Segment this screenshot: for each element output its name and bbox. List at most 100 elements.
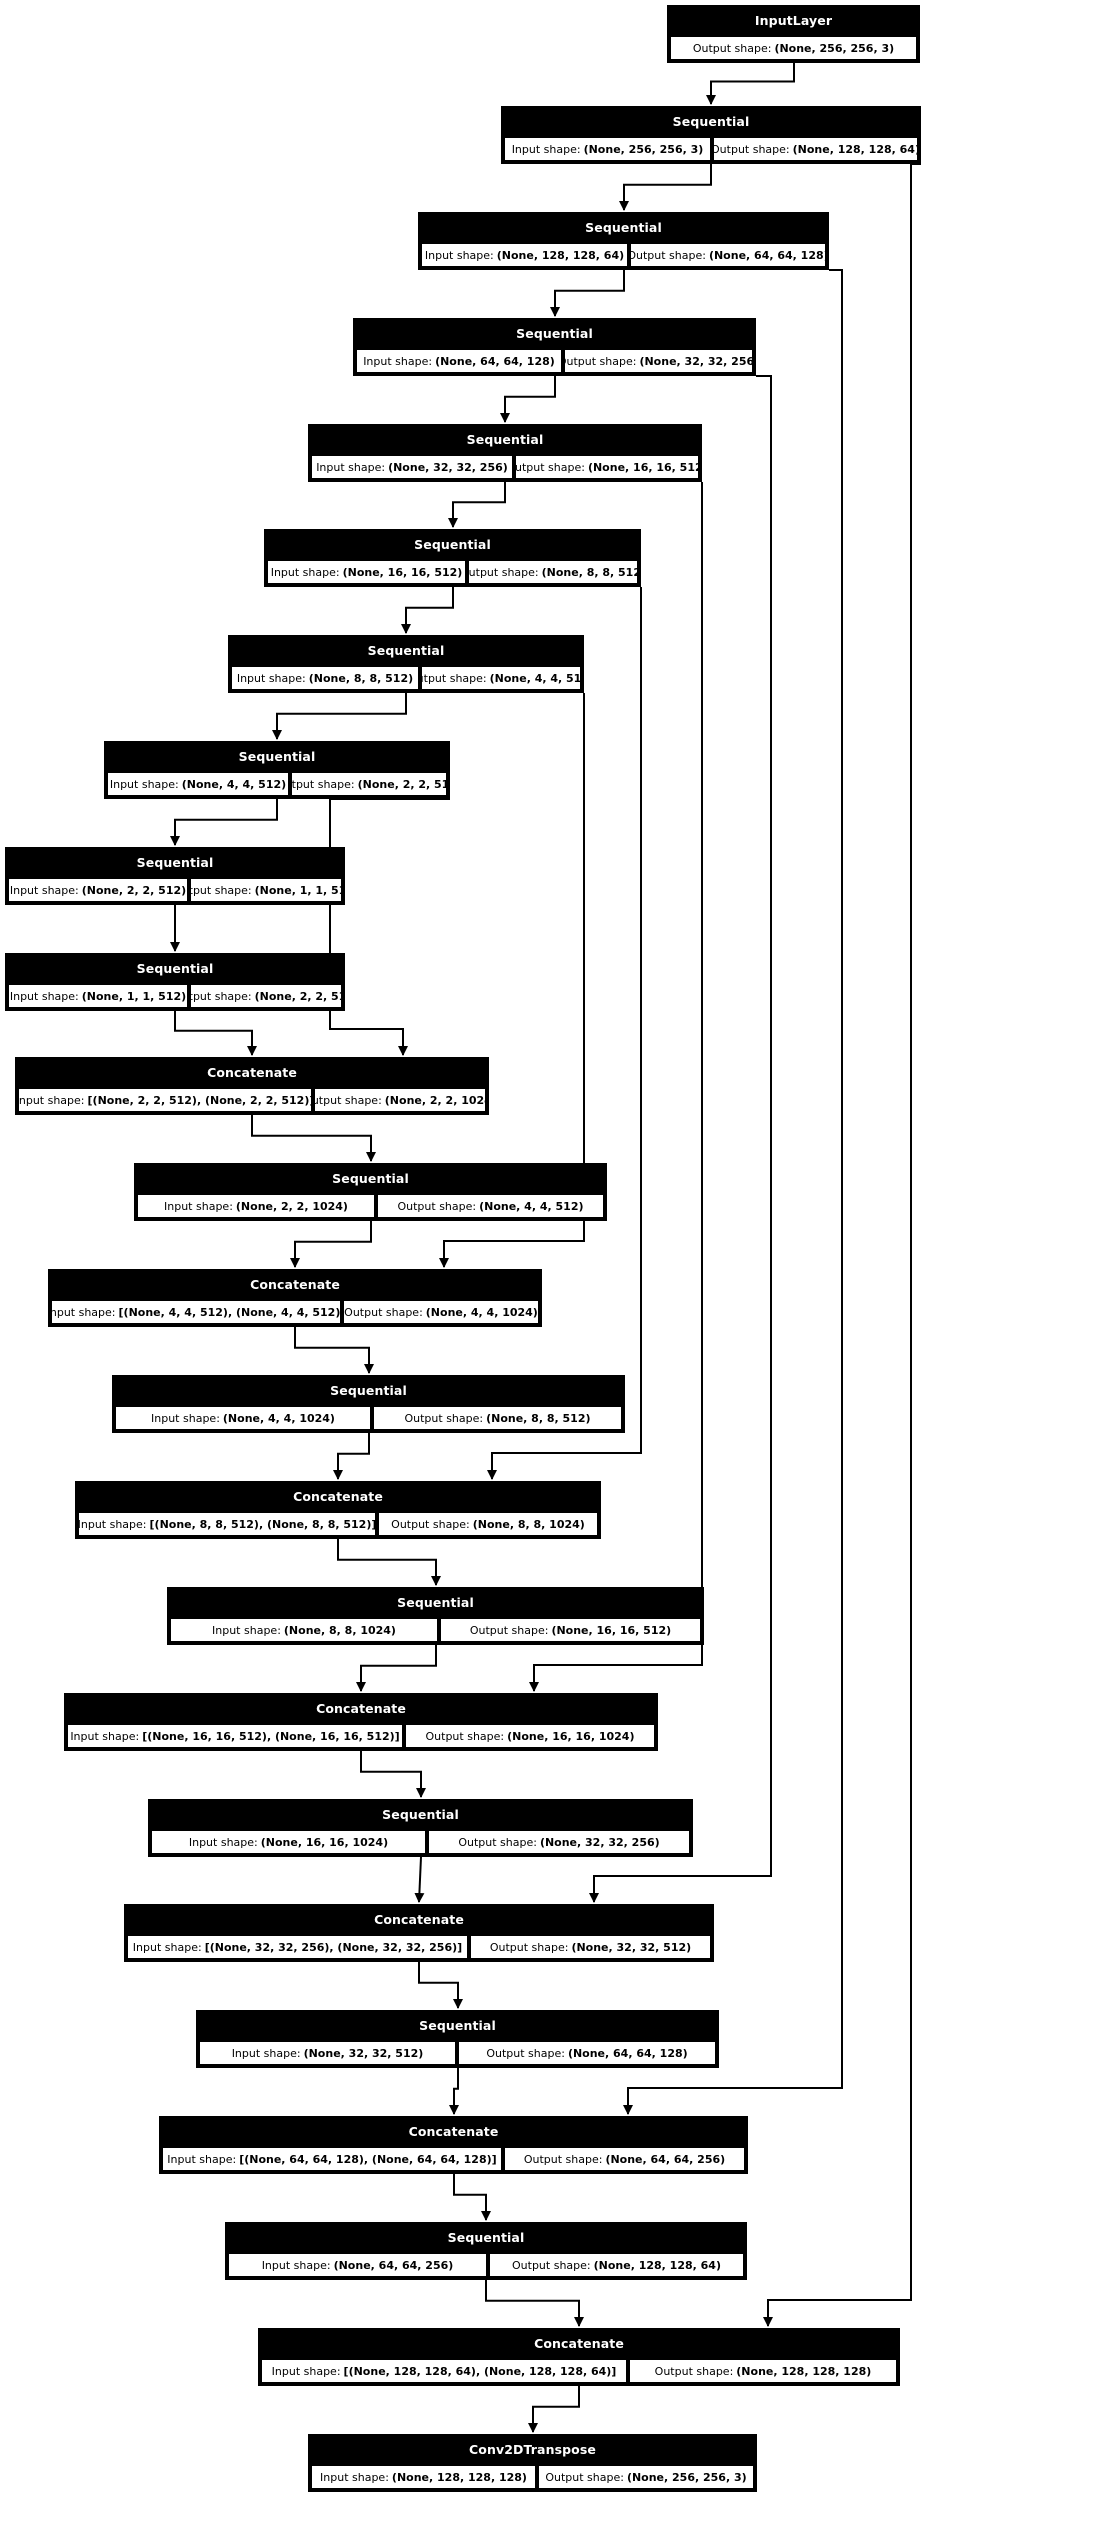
node-input-shape-cell: Input shape:(None, 2, 2, 512): [8, 878, 188, 902]
input-shape-value: [(None, 32, 32, 256), (None, 32, 32, 256…: [204, 1940, 463, 1954]
node-shape-row: Input shape:(None, 128, 128, 64)Output s…: [420, 242, 827, 268]
node-output-shape-cell: Output shape:(None, 256, 256, 3): [538, 2465, 754, 2489]
node-output-shape-cell: Output shape:(None, 16, 16, 512): [515, 455, 699, 479]
output-shape-value: (None, 8, 8, 1024): [472, 1517, 585, 1531]
output-shape-label: Output shape:: [458, 1835, 537, 1849]
node-input-shape-cell: Input shape:(None, 128, 128, 64): [421, 243, 628, 267]
input-shape-label: Input shape:: [51, 1305, 116, 1319]
node-input-shape-cell: Input shape:[(None, 16, 16, 512), (None,…: [67, 1724, 403, 1748]
node-input-shape-cell: Input shape:[(None, 128, 128, 64), (None…: [261, 2359, 627, 2383]
node-input-shape-cell: Input shape:(None, 16, 16, 512): [267, 560, 466, 584]
edge-sequential: [500, 376, 556, 423]
node-output-shape-cell: Output shape:(None, 2, 2, 512): [190, 984, 342, 1008]
node-output-shape-cell: Output shape:(None, 32, 32, 512): [470, 1935, 711, 1959]
output-shape-label: Output shape:: [713, 142, 790, 156]
input-shape-value: [(None, 8, 8, 512), (None, 8, 8, 512)]: [149, 1517, 376, 1531]
node-output-shape-cell: Output shape:(None, 32, 32, 256): [428, 1830, 690, 1854]
node-shape-row: Input shape:(None, 2, 2, 512)Output shap…: [7, 877, 343, 903]
input-shape-label: Input shape:: [316, 460, 386, 474]
edge-sequential: [401, 587, 454, 634]
input-shape-value: [(None, 4, 4, 512), (None, 4, 4, 512)]: [118, 1305, 341, 1319]
node-input-shape-cell: Input shape:[(None, 32, 32, 256), (None,…: [127, 1935, 468, 1959]
output-shape-label: Output shape:: [422, 671, 487, 685]
input-shape-label: Input shape:: [424, 248, 494, 262]
input-shape-label: Input shape:: [9, 989, 79, 1003]
output-shape-value: (None, 4, 4, 512): [489, 671, 581, 685]
input-shape-value: (None, 16, 16, 512): [342, 565, 463, 579]
output-shape-label: Output shape:: [291, 777, 355, 791]
output-shape-label: Output shape:: [512, 2258, 591, 2272]
input-shape-label: Input shape:: [167, 2152, 237, 2166]
node-input-shape-cell: Input shape:(None, 16, 16, 1024): [151, 1830, 426, 1854]
node-input-shape-cell: Input shape:(None, 8, 8, 512): [231, 666, 419, 690]
output-shape-label: Output shape:: [315, 1093, 382, 1107]
output-shape-value: (None, 64, 64, 128): [567, 2046, 688, 2060]
node-title: Sequential: [114, 1377, 623, 1405]
input-shape-label: Input shape:: [78, 1517, 147, 1531]
node-title: Sequential: [169, 1589, 702, 1617]
node-shape-row: Input shape:(None, 128, 128, 128)Output …: [310, 2464, 755, 2490]
node-output-shape-cell: Output shape:(None, 8, 8, 1024): [378, 1512, 598, 1536]
node-input-shape-cell: Input shape:(None, 4, 4, 1024): [115, 1406, 371, 1430]
output-shape-label: Output shape:: [397, 1199, 477, 1213]
node-output-shape-cell: Output shape:(None, 16, 16, 1024): [405, 1724, 655, 1748]
node-output-shape-cell: Output shape:(None, 128, 128, 64): [713, 137, 918, 161]
node-title: Concatenate: [126, 1906, 712, 1934]
edge-sequential: [453, 2174, 491, 2221]
node-shape-row: Input shape:(None, 2, 2, 1024)Output sha…: [136, 1193, 605, 1219]
input-shape-label: Input shape:: [70, 1729, 140, 1743]
node-title: Sequential: [230, 637, 582, 665]
output-shape-value: (None, 256, 256, 3): [626, 2470, 747, 2484]
input-shape-value: (None, 16, 16, 1024): [260, 1835, 389, 1849]
node-output-shape-cell: Output shape:(None, 2, 2, 512): [291, 772, 447, 796]
input-shape-value: (None, 64, 64, 256): [333, 2258, 454, 2272]
input-shape-label: Input shape:: [236, 671, 306, 685]
node-shape-row: Input shape:[(None, 32, 32, 256), (None,…: [126, 1934, 712, 1960]
node-output-shape-cell: Output shape:(None, 4, 4, 1024): [343, 1300, 539, 1324]
output-shape-value: (None, 128, 128, 128): [736, 2364, 872, 2378]
input-shape-label: Input shape:: [9, 883, 79, 897]
node-output-shape-cell: Output shape:(None, 8, 8, 512): [468, 560, 638, 584]
node-title: Concatenate: [50, 1271, 540, 1299]
node-title: Sequential: [310, 426, 700, 454]
node-input-shape-cell: Input shape:(None, 64, 64, 128): [356, 349, 562, 373]
node-shape-row: Input shape:(None, 32, 32, 256)Output sh…: [310, 454, 700, 480]
input-shape-value: (None, 4, 4, 512): [181, 777, 287, 791]
output-shape-value: (None, 16, 16, 1024): [507, 1729, 635, 1743]
input-shape-value: (None, 2, 2, 1024): [235, 1199, 348, 1213]
node-output-shape-cell: Output shape:(None, 128, 128, 64): [489, 2253, 744, 2277]
output-shape-value: (None, 64, 64, 256): [605, 2152, 726, 2166]
input-shape-label: Input shape:: [212, 1623, 281, 1637]
input-shape-value: [(None, 128, 128, 64), (None, 128, 128, …: [343, 2364, 617, 2378]
input-shape-label: Input shape:: [261, 2258, 331, 2272]
output-shape-value: (None, 16, 16, 512): [551, 1623, 672, 1637]
node-input-shape-cell: Input shape:(None, 1, 1, 512): [8, 984, 188, 1008]
node-input-shape-cell: Input shape:(None, 32, 32, 256): [311, 455, 513, 479]
output-shape-value: (None, 64, 64, 128): [708, 248, 826, 262]
input-shape-label: Input shape:: [188, 1835, 258, 1849]
